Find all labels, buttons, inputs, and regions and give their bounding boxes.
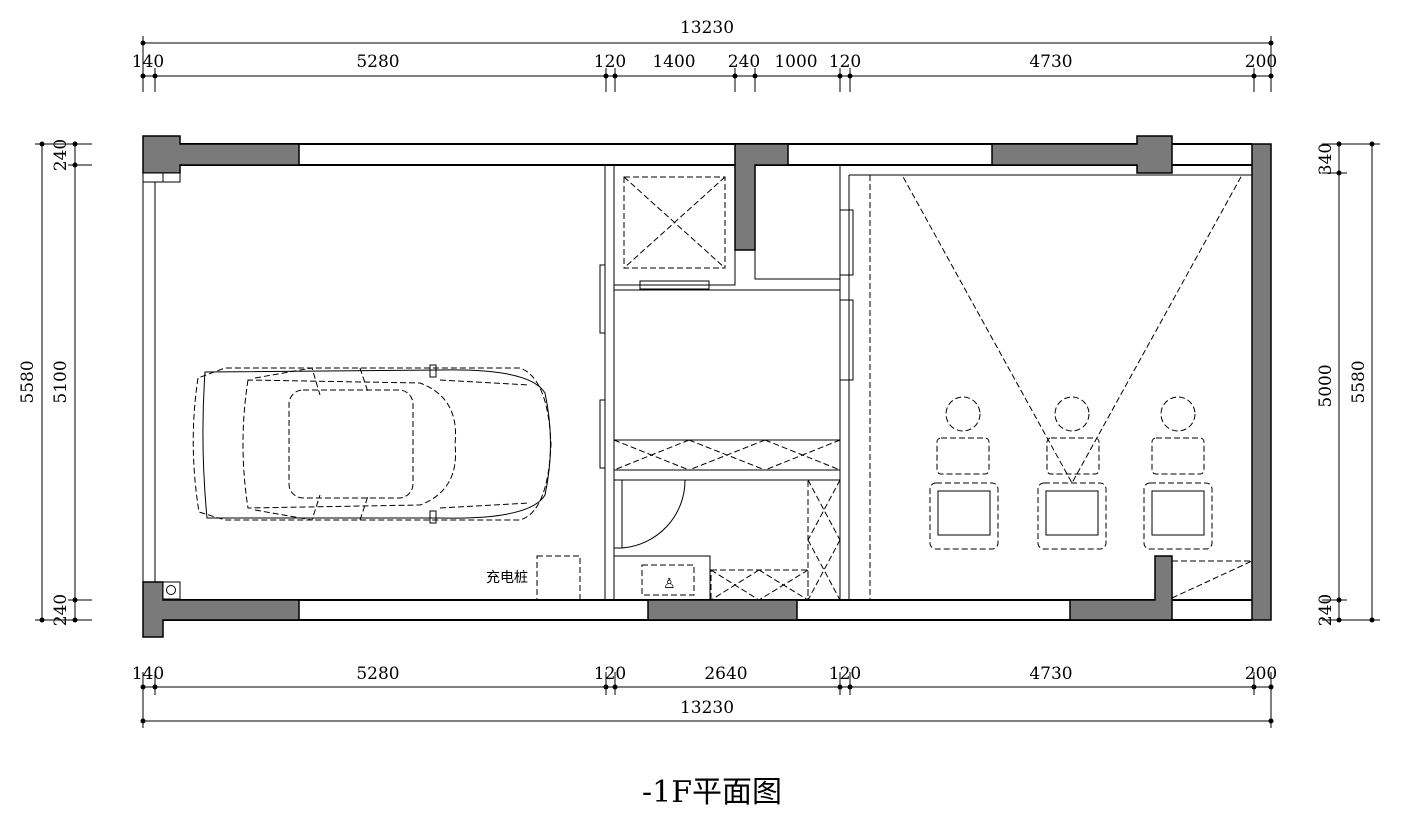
drawing-title: -1F平面图 [642,775,782,810]
seat-2 [1037,396,1107,550]
top-seg-1: 140 [132,52,164,72]
right-total-label: 5580 [1349,360,1369,403]
right-dimension-chain: 340 5000 240 5580 [1316,141,1380,626]
top-seg-3: 120 [594,52,626,72]
right-seg-3: 240 [1316,594,1336,626]
bottom-seg-7: 200 [1245,664,1277,684]
car-icon [192,364,552,524]
top-seg-7: 120 [829,52,861,72]
left-total-label: 5580 [18,360,38,403]
top-seg-2: 5280 [356,52,399,72]
bottom-seg-3: 120 [594,664,626,684]
top-seg-4: 1400 [652,52,695,72]
left-seg-3: 240 [51,594,71,626]
solid-wall-blocks [142,135,1272,638]
top-seg-6: 1000 [774,52,817,72]
top-total-label: 13230 [680,18,734,38]
left-dimension-chain: 5580 240 5100 240 [18,139,92,626]
outer-wall-lines [142,143,1253,621]
bottom-seg-5: 120 [829,664,861,684]
svg-text:♙: ♙ [663,576,676,592]
top-dimension-chain: 13230 140 5280 120 1400 240 1000 120 473… [132,18,1277,92]
bottom-seg-6: 4730 [1029,664,1072,684]
interior-partitions: ♙ [536,164,1253,601]
bottom-total-label: 13230 [680,698,734,718]
charging-pile-label: 充电桩 [486,569,528,586]
right-seg-2: 5000 [1316,364,1336,407]
top-seg-9: 200 [1245,52,1277,72]
bottom-seg-4: 2640 [704,664,747,684]
left-seg-2: 5100 [51,360,71,403]
seat-3 [1143,396,1213,550]
left-seg-1: 240 [51,139,71,171]
bottom-dimension-chain: 140 5280 120 2640 120 4730 200 13230 [132,664,1277,728]
top-seg-8: 4730 [1029,52,1072,72]
right-seg-1: 340 [1316,143,1336,175]
top-seg-5: 240 [728,52,760,72]
media-room-furniture [901,174,1243,550]
seat-1 [929,396,999,550]
bottom-seg-2: 5280 [356,664,399,684]
bottom-seg-1: 140 [132,664,164,684]
